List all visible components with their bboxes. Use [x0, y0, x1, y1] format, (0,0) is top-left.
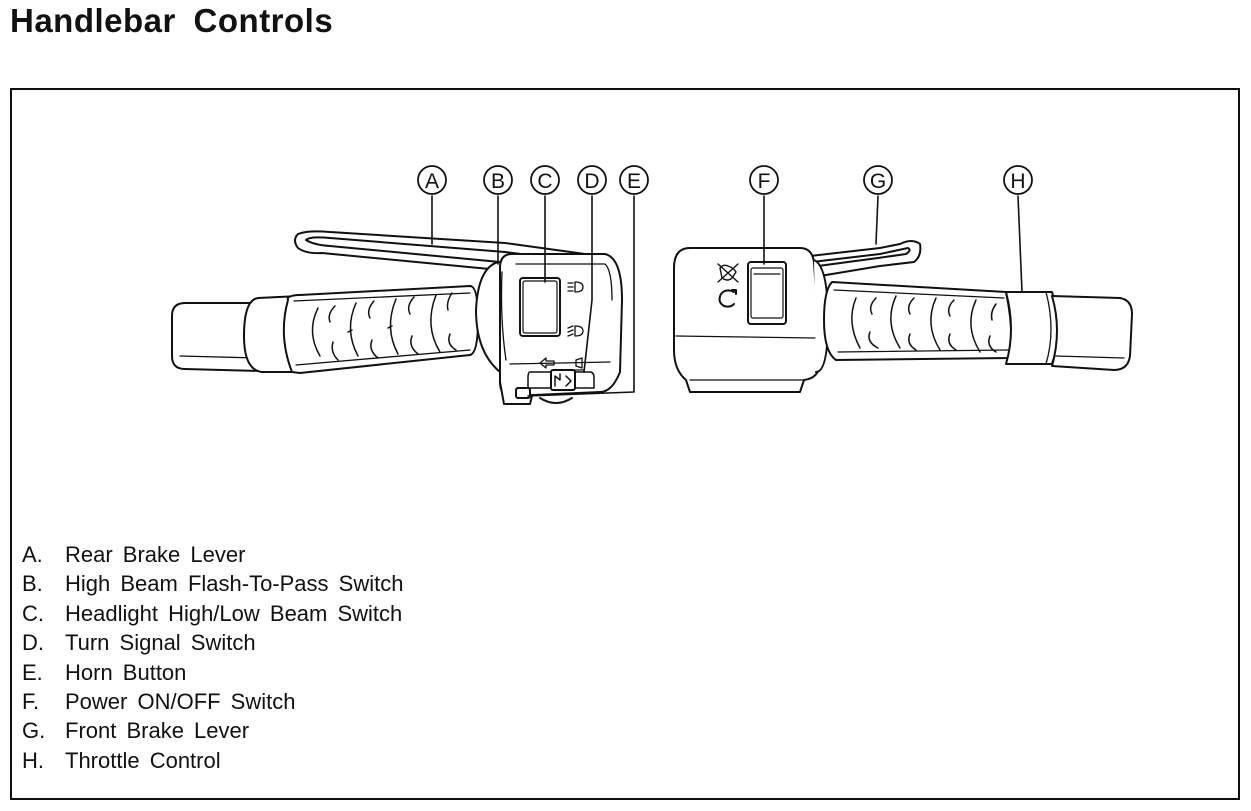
legend-label: Power ON/OFF Switch — [65, 688, 296, 714]
page-title: Handlebar Controls — [10, 2, 334, 39]
legend-label: Horn Button — [65, 659, 187, 685]
leader-lines — [431, 195, 1023, 397]
start-icon — [718, 289, 737, 308]
callout-d: D — [584, 170, 599, 193]
legend-letter: G. — [22, 718, 46, 744]
legend-label: Throttle Control — [65, 747, 221, 773]
engine-stop-icon — [717, 263, 739, 283]
callout-circle-h — [1003, 165, 1033, 195]
callout-g: G — [870, 170, 886, 193]
legend-label: Rear Brake Lever — [65, 542, 246, 567]
callout-circle-d — [577, 165, 607, 195]
callout-b: B — [491, 170, 505, 193]
headlight-high-beam-icon — [567, 281, 584, 293]
callout-circle-f — [749, 165, 779, 195]
horn-button — [515, 387, 531, 399]
legend-label: Turn Signal Switch — [65, 630, 256, 656]
headlight-low-beam-icon — [567, 325, 584, 337]
right-grip-ridges — [851, 295, 997, 353]
front-brake-lever — [809, 240, 922, 277]
callout-circle-a — [417, 165, 447, 195]
callout-e: E — [627, 170, 641, 193]
legend-label: High Beam Flash-To-Pass Switch — [65, 571, 404, 597]
legend-label: Front Brake Lever — [65, 718, 250, 744]
legend-label: Headlight High/Low Beam Switch — [65, 600, 403, 626]
right-grip-end — [1051, 295, 1133, 371]
legend-letter: A. — [22, 542, 43, 567]
legend-letter: D. — [22, 630, 44, 656]
callout-circle-b — [483, 165, 513, 195]
callout-h: H — [1010, 170, 1025, 193]
power-switch — [747, 261, 787, 325]
callout-c: C — [537, 170, 552, 193]
callout-f: F — [758, 170, 771, 193]
turn-signal-switch — [550, 369, 576, 391]
turn-signal-icon — [539, 357, 555, 369]
horn-icon — [573, 357, 585, 371]
left-grip-ridges — [311, 292, 457, 361]
headlight-beam-switch — [519, 277, 561, 337]
legend-letter: E. — [22, 659, 43, 685]
legend-letter: F. — [22, 688, 40, 714]
callout-circle-e — [619, 165, 649, 195]
throttle-collar — [1005, 291, 1059, 365]
figure-frame — [10, 88, 1240, 800]
legend-letter: C. — [22, 600, 44, 626]
legend-letter: B. — [22, 571, 43, 597]
rear-brake-lever — [294, 230, 586, 271]
legend-letter: H. — [22, 747, 44, 773]
callout-circle-g — [863, 165, 893, 195]
callout-circle-c — [530, 165, 560, 195]
callout-a: A — [425, 170, 439, 193]
